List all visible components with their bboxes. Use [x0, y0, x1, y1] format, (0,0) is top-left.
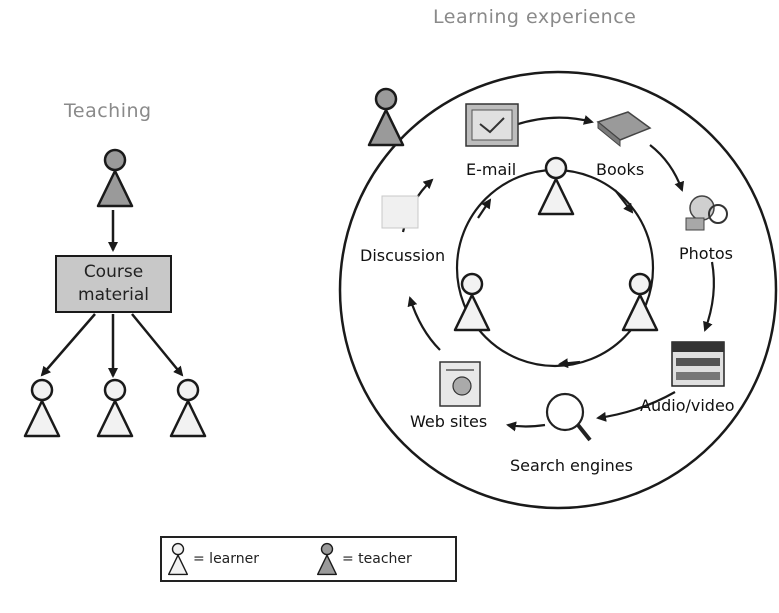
label-audio-video: Audio/video [640, 396, 735, 415]
books-icon [596, 111, 652, 148]
cycle-arrow-photos-audio [703, 261, 715, 332]
teaching-title: Teaching [64, 100, 152, 122]
website-icon [439, 361, 481, 407]
learner-figure-teaching-1 [23, 378, 61, 438]
learning-title: Learning experience [433, 6, 637, 28]
email-icon [465, 103, 519, 147]
course-material-label-line1: Course [83, 262, 144, 282]
label-web-sites: Web sites [410, 412, 488, 431]
learner-figure-teaching-2 [96, 378, 134, 438]
cycle-arrow-email-books [514, 115, 594, 127]
label-photos: Photos [679, 244, 733, 263]
course-material-label-line2: material [78, 285, 149, 305]
learner-figure-teaching-3 [169, 378, 207, 438]
search-engine-icon [545, 392, 592, 442]
legend-teacher-label: = teacher [342, 551, 412, 567]
label-books: Books [596, 160, 645, 179]
cycle-arrow-websites-discussion [407, 296, 441, 351]
inner-arrow-top-right [614, 189, 634, 214]
inner-arrow-left [477, 198, 492, 219]
arrow-material-to-learner-1 [40, 313, 96, 377]
inner-arrow-bottom [558, 358, 581, 369]
label-email: E-mail [466, 160, 517, 179]
arrow-material-to-learner-3 [131, 313, 184, 377]
label-discussion: Discussion [360, 246, 446, 265]
legend-learner-label: = learner [193, 551, 260, 567]
photos-icon [685, 195, 728, 231]
learner-figure-inner-top [537, 156, 575, 216]
label-search-engines: Search engines [510, 456, 633, 475]
learner-figure-inner-left [453, 272, 491, 332]
discussion-icon [381, 195, 419, 229]
legend: = learner = teacher [160, 536, 457, 582]
audio-video-icon [671, 341, 725, 387]
outer-circle [338, 70, 778, 510]
resource-cycle [401, 115, 715, 432]
cycle-arrow-books-photos [649, 144, 685, 192]
course-material-box [55, 255, 172, 313]
cycle-arrow-search-websites [506, 421, 546, 432]
teacher-figure-teaching [96, 148, 134, 208]
cycle-arrow-audio-search [596, 391, 676, 422]
teacher-figure-learning [367, 87, 405, 147]
